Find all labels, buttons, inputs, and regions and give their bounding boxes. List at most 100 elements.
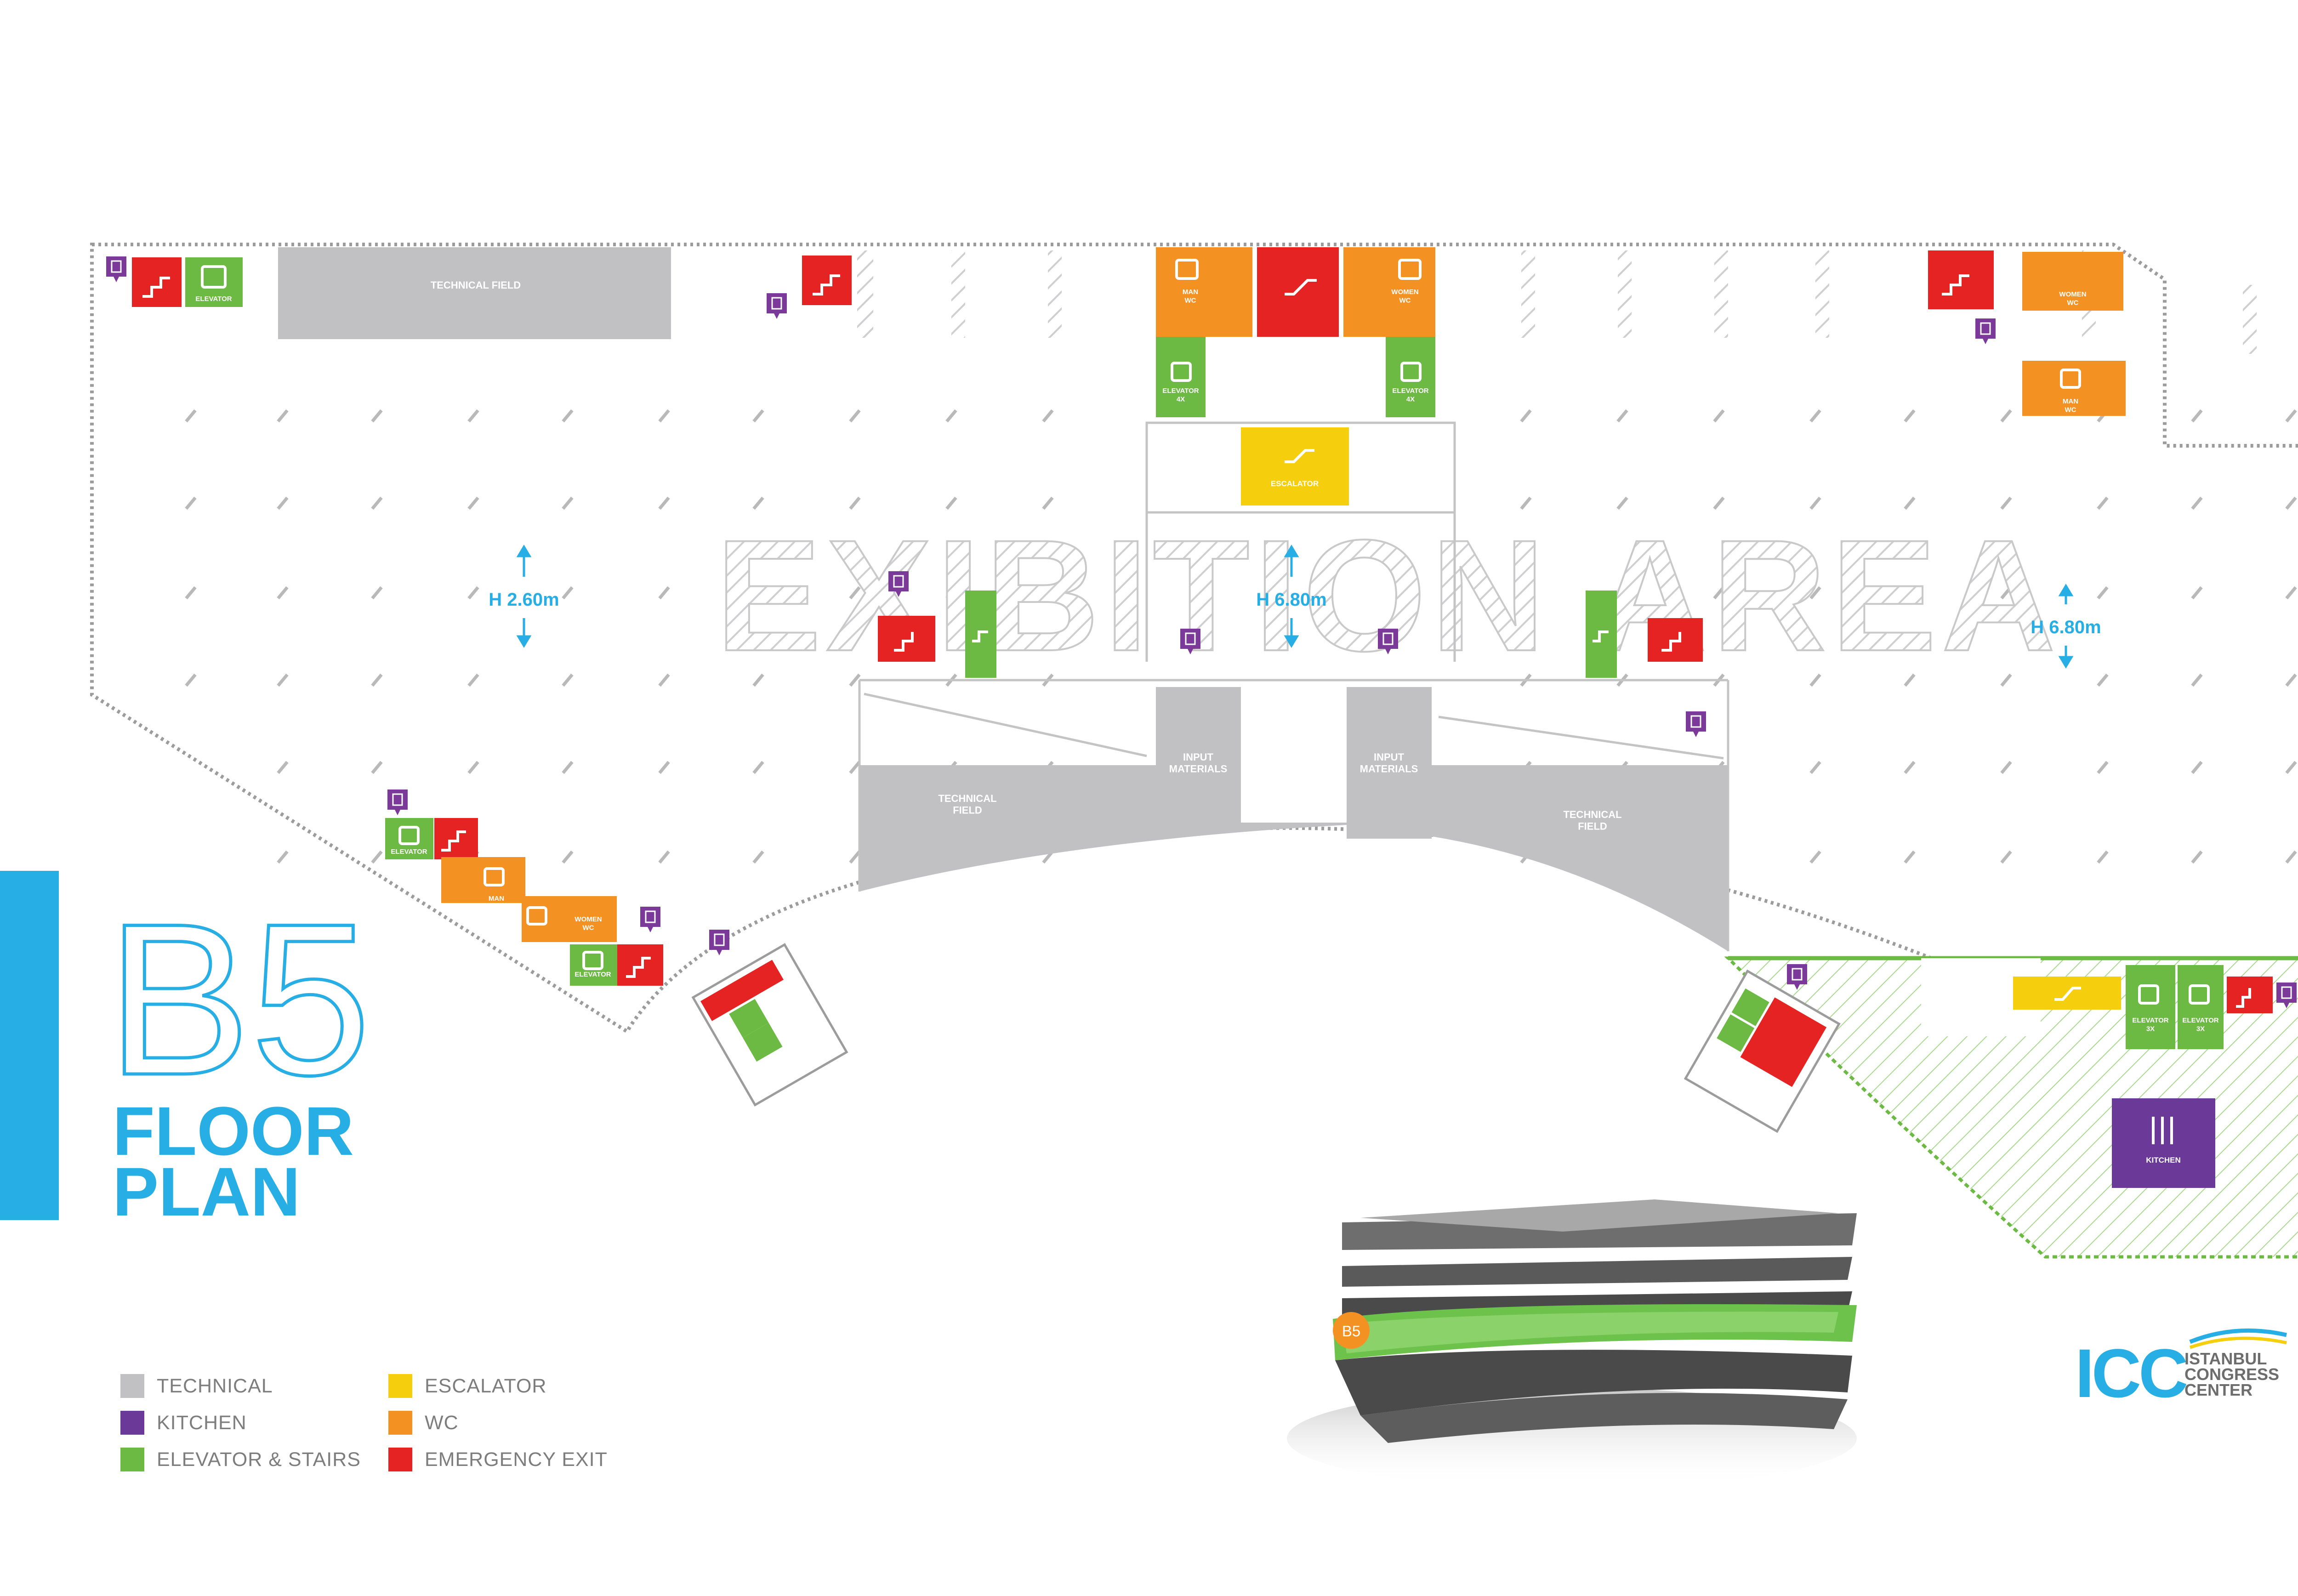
pillar-mark: [849, 496, 861, 510]
legend-item-emergency-exit: EMERGENCY EXIT: [388, 1448, 608, 1471]
pillar-mark: [1042, 586, 1054, 600]
pillar-mark: [185, 673, 197, 687]
pillar-grid: [185, 409, 2297, 864]
pillar-mark: [2000, 496, 2012, 510]
pillar-mark: [849, 761, 861, 774]
pillar-mark: [1809, 673, 1821, 687]
info-sign-glyph: [714, 933, 725, 946]
pillar-mark: [1809, 496, 1821, 510]
emergency-exit-top-mid: [802, 256, 852, 305]
technical-field-right: [1432, 765, 1728, 951]
logo-swoosh-icon: [2189, 1328, 2287, 1349]
pillar-mark: [658, 586, 670, 600]
elevator-icon: [526, 906, 547, 926]
stairs-icon: [894, 632, 914, 652]
pillar-mark: [658, 850, 670, 864]
pillar-mark: [371, 673, 383, 687]
elevator-icon: [2189, 984, 2210, 1005]
legend-item-escalator: ESCALATOR: [388, 1374, 547, 1398]
elevator-icon: [1400, 362, 1422, 382]
info-sign-icon: [2276, 983, 2297, 1003]
elevator-lower-left-1: [385, 818, 433, 859]
info-sign-icon: [709, 930, 729, 950]
pillar-mark: [562, 496, 574, 510]
info-sign-pointer: [717, 950, 722, 955]
pillar-mark: [562, 586, 574, 600]
stairs-icon: [1661, 632, 1681, 652]
pillar-mark: [2285, 850, 2297, 864]
info-sign-glyph: [1690, 715, 1701, 728]
pillar-mark: [2097, 850, 2109, 864]
emergency-exit-top-left: [132, 257, 182, 307]
legend-item-kitchen: KITCHEN: [120, 1411, 247, 1435]
pillar-mark: [277, 850, 289, 864]
pillar-mark: [752, 496, 764, 510]
exhibition-area-watermark: EXIBITION AREA: [716, 507, 2060, 684]
pillar-mark: [2000, 586, 2012, 600]
info-sign-icon: [387, 789, 408, 810]
pillar-mark: [945, 409, 957, 423]
technical-field-top: [278, 247, 671, 339]
stairs-mid-right: [1586, 591, 1617, 678]
info-signs: [106, 256, 2297, 1008]
kitchen-label: KITCHEN: [2146, 1156, 2181, 1164]
building-marker-label: B5: [1342, 1323, 1360, 1340]
legend-label: ELEVATOR & STAIRS: [157, 1448, 361, 1471]
pillar-mark: [467, 586, 479, 600]
building-stack-illustration: [1287, 1199, 1857, 1489]
pillar-mark: [277, 761, 289, 774]
pillar-mark: [185, 586, 197, 600]
logo-line-1: ISTANBUL: [2184, 1349, 2267, 1368]
pillar-mark: [467, 409, 479, 423]
pillar-mark: [277, 496, 289, 510]
pillar-mark: [1904, 673, 1916, 687]
accent-side-bar: [0, 871, 59, 1220]
pillar-mark: [277, 409, 289, 423]
pillar-mark: [1616, 586, 1628, 600]
pillar-mark: [752, 409, 764, 423]
emergency-exit-top: [1257, 247, 1339, 337]
pillar-mark: [752, 761, 764, 774]
pillar-mark: [2097, 761, 2109, 774]
pillar-mark: [658, 673, 670, 687]
info-sign-glyph: [645, 910, 656, 923]
pillar-mark: [849, 850, 861, 864]
info-sign-pointer: [1693, 732, 1699, 737]
elevator-4x-left: [1156, 337, 1206, 417]
pillar-mark: [658, 761, 670, 774]
pillar-mark: [752, 850, 764, 864]
legend-item-elevator-stairs: ELEVATOR & STAIRS: [120, 1448, 361, 1471]
info-sign-pointer: [395, 810, 400, 815]
pillar-mark: [2191, 586, 2203, 600]
info-sign-icon: [1686, 711, 1706, 732]
pillar-mark: [1809, 586, 1821, 600]
escalator-icon: [1285, 449, 1314, 463]
info-sign-glyph: [1382, 632, 1394, 645]
pillar-mark: [2000, 850, 2012, 864]
escalator-icon: [2054, 987, 2081, 1001]
elevator-icon: [2138, 984, 2159, 1005]
man-wc-lower-left: [441, 857, 525, 903]
pillar-mark: [1904, 850, 1916, 864]
pillar-mark: [849, 673, 861, 687]
pillar-mark: [2097, 586, 2109, 600]
man-wc-top: [1156, 247, 1252, 337]
pillar-mark: [1042, 496, 1054, 510]
women-wc-top: [1343, 247, 1435, 337]
elevator-icon: [201, 265, 227, 289]
pillar-mark: [2285, 409, 2297, 423]
info-sign-glyph: [893, 575, 904, 588]
elevator-icon: [2060, 369, 2081, 389]
legend-swatch: [120, 1374, 144, 1398]
label-elevator-top-left: ELEVATOR: [195, 295, 232, 303]
legend-swatch: [388, 1411, 412, 1435]
pillar-mark: [277, 673, 289, 687]
